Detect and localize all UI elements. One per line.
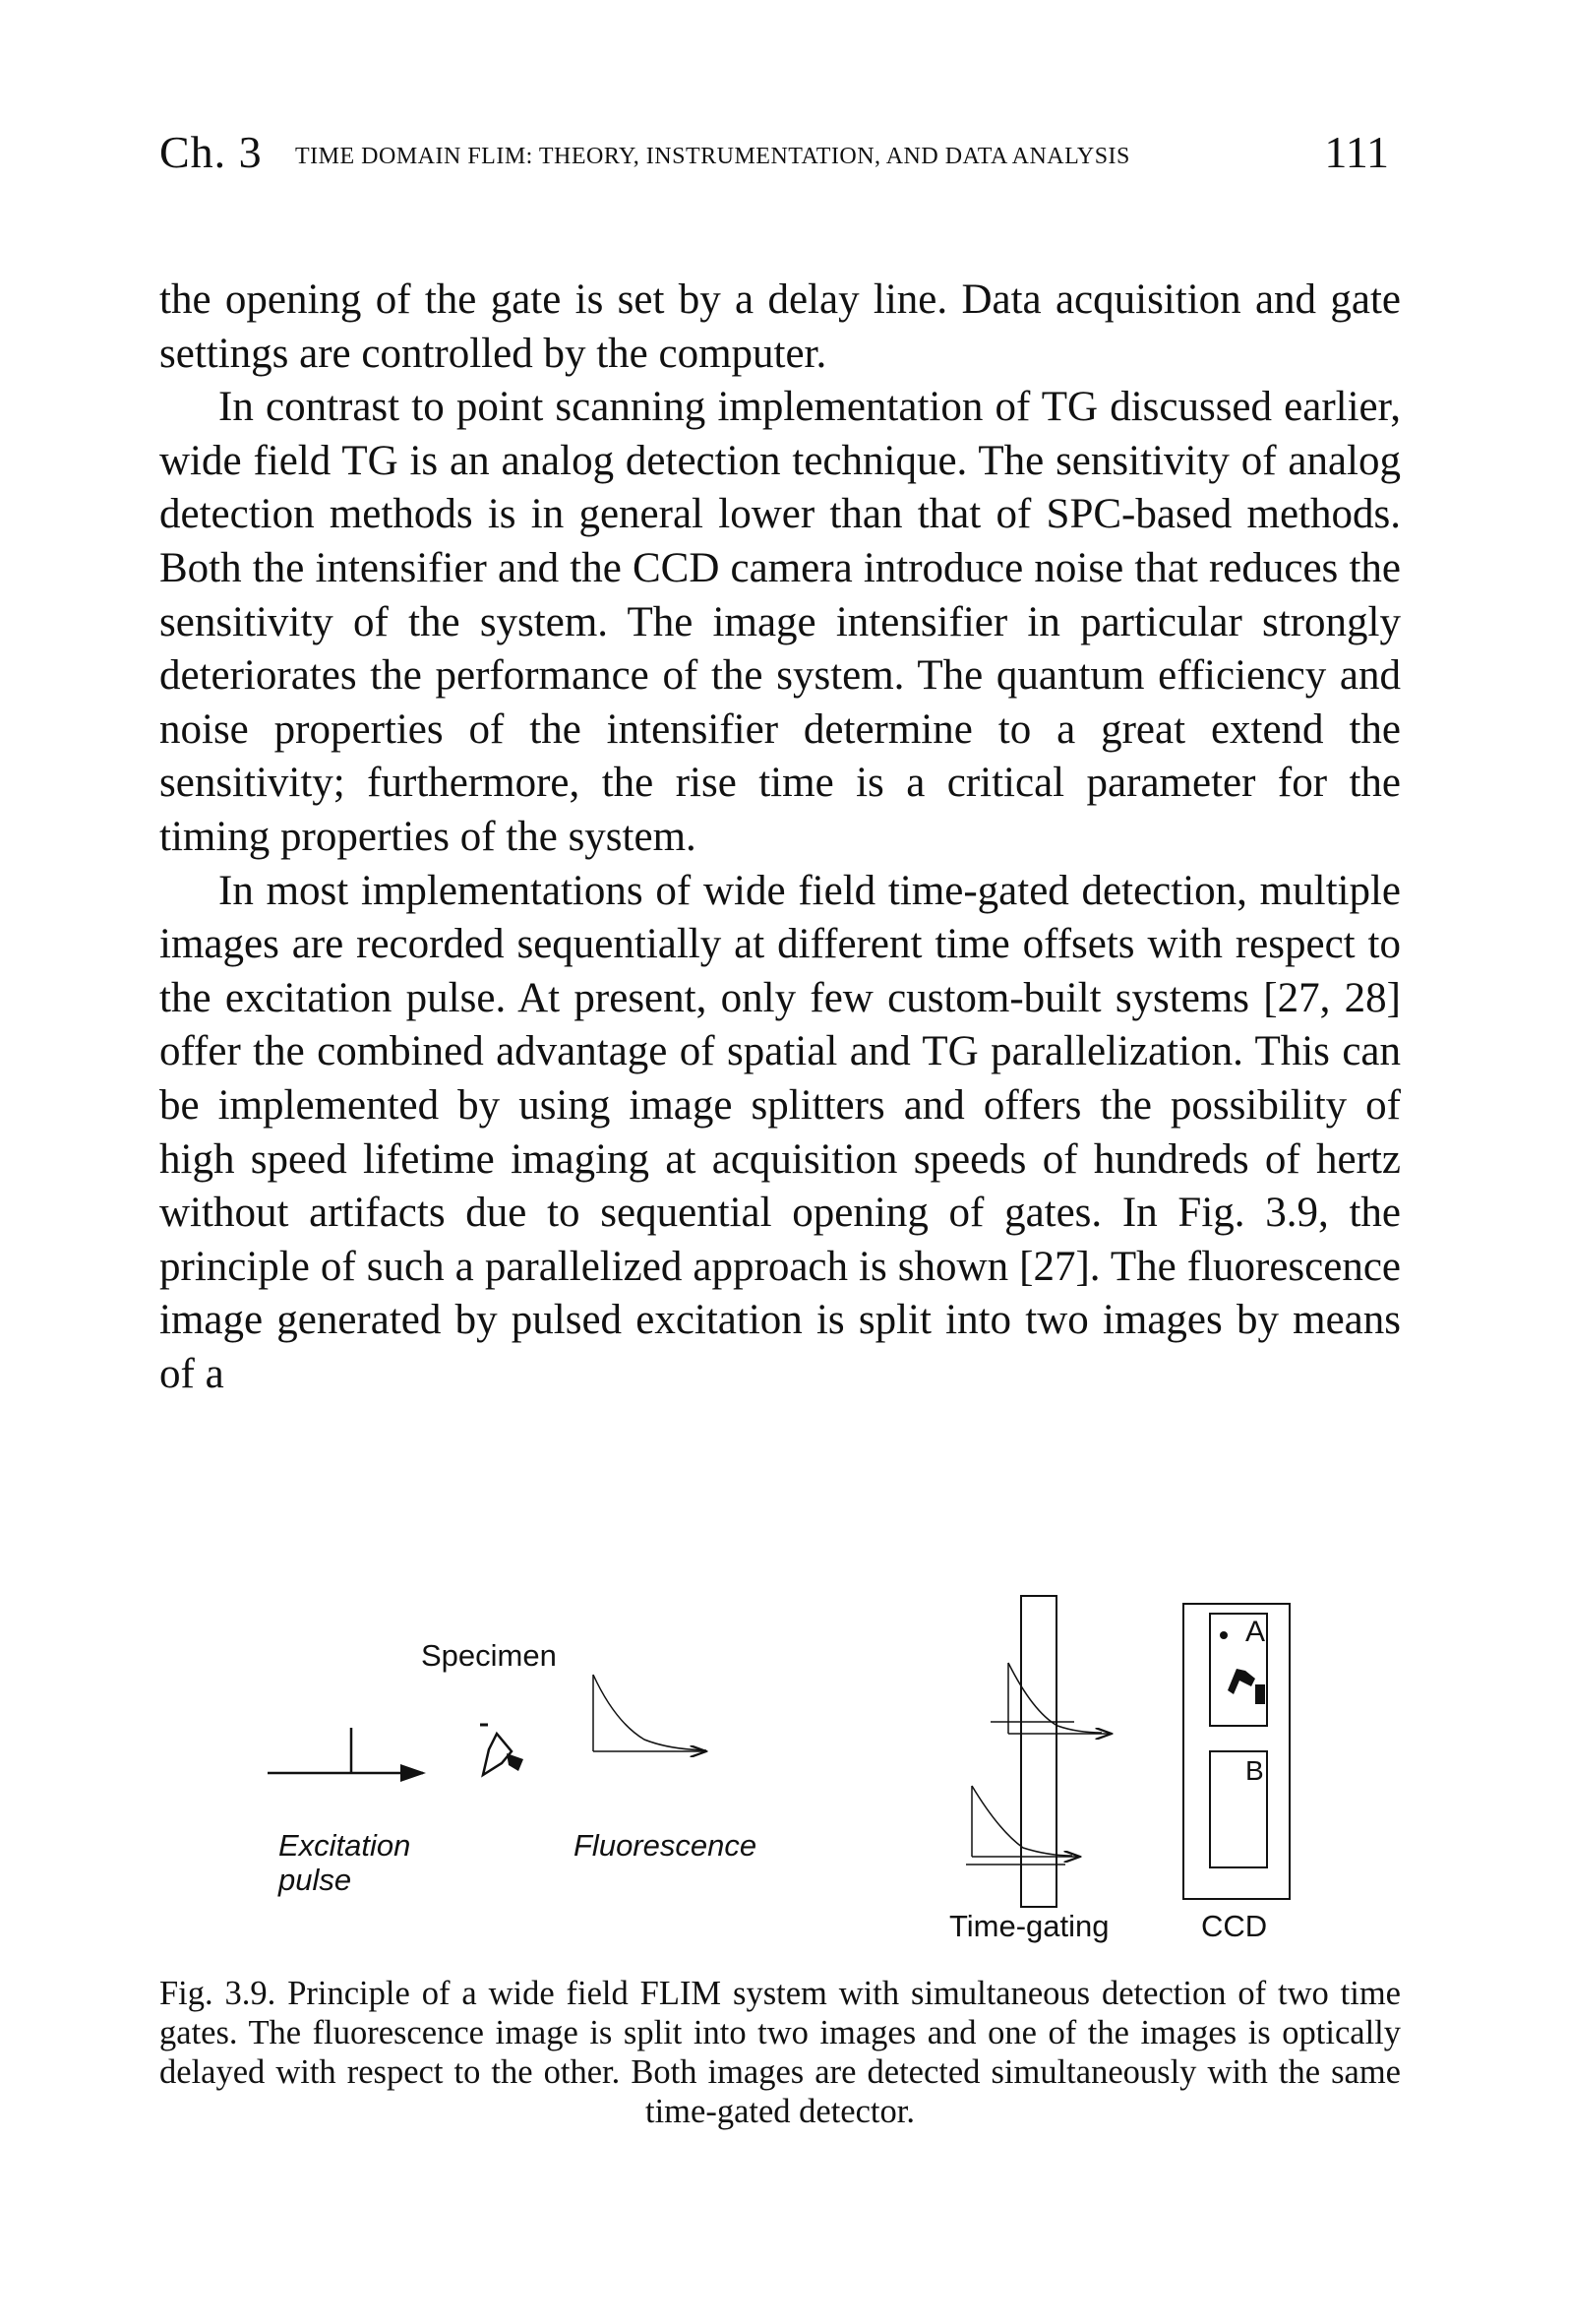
paragraph: In most implementations of wide field ti… xyxy=(159,867,1401,1397)
excitation-pulse-arrow xyxy=(268,1728,426,1782)
time-gating-label: Time-gating xyxy=(949,1909,1110,1943)
excitation-label-line2: pulse xyxy=(278,1863,352,1897)
figure-diagram xyxy=(268,1595,1291,1908)
fluorescence-label: Fluorescence xyxy=(573,1828,757,1863)
time-gating-detector xyxy=(966,1595,1112,1908)
excitation-label: Excitation xyxy=(278,1828,411,1863)
specimen-shape xyxy=(480,1723,523,1778)
specimen-label: Specimen xyxy=(421,1638,557,1673)
ccd-label: CCD xyxy=(1201,1909,1268,1943)
image-a-label: A xyxy=(1245,1616,1266,1648)
ccd-camera xyxy=(1182,1603,1291,1900)
chapter-title: TIME DOMAIN FLIM: THEORY, INSTRUMENTATIO… xyxy=(295,144,1130,169)
fluorescence-decay-curve xyxy=(592,1674,706,1751)
running-head: Ch. 3 TIME DOMAIN FLIM: THEORY, INSTRUME… xyxy=(159,126,1389,189)
page-number: 111 xyxy=(1324,127,1389,177)
body-text: the opening of the gate is set by a dela… xyxy=(159,274,1401,1401)
paragraph: In contrast to point scanning implementa… xyxy=(159,384,1401,860)
figure-3-9: Specimen Excitation pulse Fluorescence T… xyxy=(0,1564,1569,1958)
paragraph: the opening of the gate is set by a dela… xyxy=(159,276,1401,377)
chapter-number: Ch. 3 xyxy=(159,127,263,177)
image-b-label: B xyxy=(1245,1755,1264,1786)
figure-caption: Fig. 3.9. Principle of a wide field FLIM… xyxy=(159,1975,1401,2130)
